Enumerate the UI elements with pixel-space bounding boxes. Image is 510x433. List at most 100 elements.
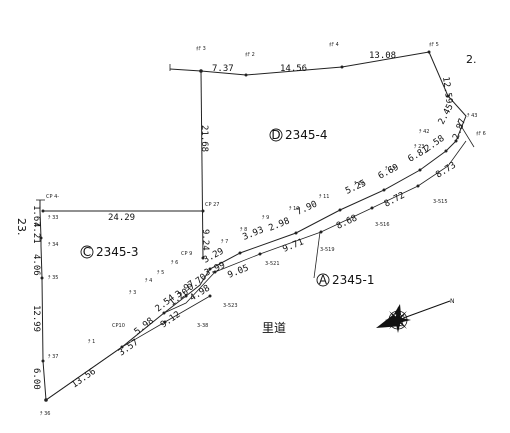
point-label: ﾁ 8 bbox=[240, 227, 247, 233]
lot-a-leader-line bbox=[313, 231, 321, 279]
point-label: ﾎﾁ 6 bbox=[476, 131, 486, 137]
survey-node bbox=[162, 311, 166, 315]
point-label: ﾁ 13 bbox=[385, 166, 395, 172]
survey-node bbox=[208, 267, 212, 271]
dim-vertical: 21.68 bbox=[199, 125, 209, 152]
lot-a-symbol: A bbox=[319, 273, 328, 287]
sub-parcel-label: 3-38 bbox=[197, 323, 208, 329]
survey-node bbox=[319, 230, 323, 234]
right-tick-line bbox=[457, 120, 475, 148]
survey-node bbox=[238, 251, 242, 255]
dim-right: 2.87 bbox=[451, 117, 468, 141]
dim-diag-mid: 8.68 bbox=[335, 213, 359, 231]
right-boundary-line bbox=[428, 51, 467, 142]
point-label: ﾎﾁ 5 bbox=[429, 42, 439, 48]
sub-parcel-label: 3-521 bbox=[265, 261, 280, 267]
dim-bottom: 13.56 bbox=[70, 367, 98, 391]
point-label: ﾁ 43 bbox=[467, 113, 477, 119]
survey-node bbox=[41, 209, 45, 213]
edge-label-top-right: 2. bbox=[466, 53, 477, 66]
dim-diag-upper: 2.98 bbox=[267, 216, 291, 233]
point-label: ﾁ 34 bbox=[48, 242, 58, 248]
survey-node bbox=[294, 231, 298, 235]
road-label: 里道 bbox=[262, 321, 286, 335]
survey-node bbox=[44, 398, 48, 402]
dim-left: 4.06 bbox=[31, 254, 41, 276]
survey-node bbox=[446, 94, 450, 98]
dim-top: 7.37 bbox=[212, 64, 234, 74]
sub-parcel-label: 3-523 bbox=[223, 303, 238, 309]
point-label: ﾁ 7 bbox=[221, 239, 228, 245]
point-label: CP 4- bbox=[46, 194, 59, 200]
survey-node bbox=[258, 252, 262, 256]
point-label: ﾁ 5 bbox=[157, 270, 164, 276]
diagonal-upper-line bbox=[45, 140, 457, 401]
point-label: ﾎﾁ 3 bbox=[196, 46, 206, 52]
dim-left: 6.00 bbox=[31, 368, 41, 390]
survey-node bbox=[40, 276, 44, 280]
lot-a-number: 2345-1 bbox=[332, 273, 375, 287]
point-label: ﾁ 3 bbox=[129, 290, 136, 296]
point-label: ﾁ 12 bbox=[354, 181, 364, 187]
north-letter: N bbox=[450, 298, 455, 305]
lot-d-label: D 2345-4 bbox=[269, 128, 328, 142]
lot-c-label: C 2345-3 bbox=[80, 245, 139, 259]
dim-left: 4.21 bbox=[31, 222, 41, 244]
survey-node bbox=[201, 209, 205, 213]
point-label: ﾎﾁ 4 bbox=[329, 42, 339, 48]
point-label: ﾁ 36 bbox=[40, 411, 50, 417]
survey-node bbox=[244, 73, 248, 77]
point-label: CP 9 bbox=[181, 251, 192, 257]
survey-node bbox=[340, 65, 344, 69]
point-label: ﾁ 6 bbox=[171, 260, 178, 266]
lot-c-symbol: C bbox=[83, 245, 91, 259]
point-label: ﾎﾁ 2 bbox=[245, 52, 255, 58]
survey-node bbox=[184, 294, 188, 298]
survey-node bbox=[199, 69, 203, 73]
survey-node bbox=[418, 168, 422, 172]
survey-node bbox=[208, 294, 212, 298]
survey-node bbox=[41, 359, 45, 363]
point-label: ﾁ 35 bbox=[48, 275, 58, 281]
dim-right: 2.45 bbox=[437, 103, 456, 127]
survey-node bbox=[39, 236, 43, 240]
dim-diag-lower: 3.57 bbox=[117, 338, 141, 359]
parcel-boundaries bbox=[36, 51, 475, 401]
point-label: ﾁ 33 bbox=[48, 215, 58, 221]
dim-top: 13.08 bbox=[369, 51, 396, 61]
dim-diag-mid: 9.71 bbox=[281, 237, 305, 254]
point-label: ﾁ 4 bbox=[145, 278, 152, 284]
dim-horizontal: 24.29 bbox=[108, 213, 135, 223]
vertical-divider-line bbox=[200, 70, 204, 259]
survey-node bbox=[382, 188, 386, 192]
survey-node bbox=[444, 149, 448, 153]
survey-node bbox=[120, 345, 124, 349]
point-label: ﾁ 37 bbox=[48, 354, 58, 360]
sub-parcel-label: 3-515 bbox=[433, 199, 448, 205]
dim-left: 12.99 bbox=[31, 305, 41, 332]
dim-left: 1.67 bbox=[31, 205, 41, 227]
lot-d-symbol: D bbox=[271, 128, 280, 142]
survey-node bbox=[370, 206, 374, 210]
dim-top: 14.56 bbox=[280, 64, 307, 74]
survey-node bbox=[338, 208, 342, 212]
point-label: ﾁ 1 bbox=[88, 339, 95, 345]
lot-d-number: 2345-4 bbox=[285, 128, 328, 142]
survey-node bbox=[427, 50, 431, 54]
point-label: ﾁ 23 bbox=[414, 144, 424, 150]
dim-diag-mid: 8.73 bbox=[434, 161, 458, 181]
point-label: ﾁ 42 bbox=[419, 129, 429, 135]
diagonal-lower-line bbox=[45, 295, 211, 401]
point-label: CP 27 bbox=[205, 202, 219, 208]
dim-diag-upper: 2.58 bbox=[423, 134, 447, 155]
dim-diag-mid: 8.72 bbox=[383, 191, 407, 210]
point-label: ﾁ 10 bbox=[289, 206, 299, 212]
edge-label-left: 23. bbox=[15, 218, 28, 236]
sub-parcel-label: 3-516 bbox=[375, 222, 390, 228]
diagonal-middle-line bbox=[163, 140, 467, 314]
north-arrow-icon: N bbox=[376, 298, 455, 333]
survey-node bbox=[163, 320, 167, 324]
dim-right: 12.59 bbox=[440, 76, 454, 104]
survey-node bbox=[201, 256, 205, 260]
